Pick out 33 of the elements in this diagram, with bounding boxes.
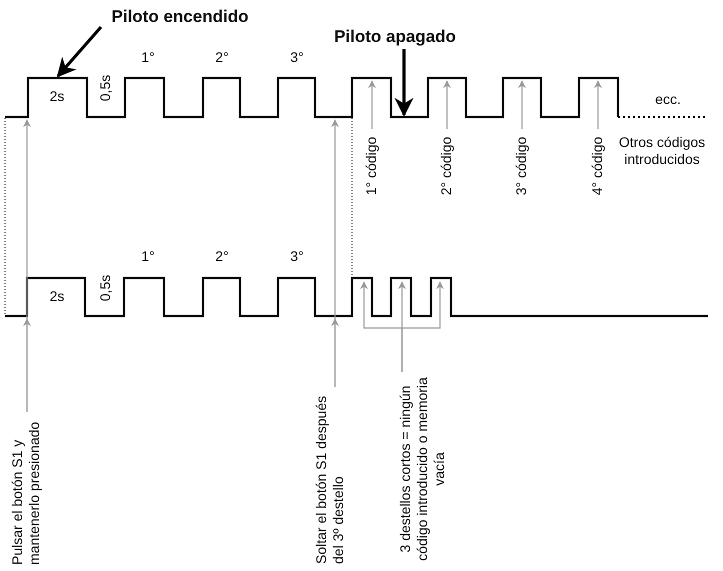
annotation-text: 1° código — [363, 130, 381, 202]
duration-label: 0,5s — [97, 274, 114, 304]
pulse-waveform — [5, 76, 620, 118]
leader-arrow — [368, 80, 376, 129]
annotation-text: Piloto encendido — [95, 8, 265, 28]
waveform-label: 2° — [214, 49, 230, 67]
annotation-text: 3° código — [513, 130, 531, 202]
leader-arrow — [594, 80, 602, 129]
dotted-connector — [4, 118, 6, 316]
annotation-text: Soltar el botón S1 después del 3º destello — [313, 388, 349, 564]
annotation-text: 2° código — [438, 130, 456, 202]
waveform-label: 2° — [214, 248, 230, 266]
leader-arrow — [394, 49, 414, 117]
annotation-text: 4° código — [589, 130, 607, 202]
annotation-text: Pulsar el botón S1 y mantenerlo presionado — [9, 413, 45, 565]
leader-arrow — [443, 80, 451, 129]
leader-arrow — [401, 281, 444, 372]
waveform-label: 1° — [140, 49, 156, 67]
waveform-label: 2s — [48, 88, 66, 106]
pulse-waveform — [5, 276, 708, 318]
leader-arrow — [331, 119, 339, 387]
waveform-label: 3° — [289, 49, 305, 67]
leader-arrow — [518, 80, 526, 129]
waveform-label: 1° — [140, 248, 156, 266]
waveform-label: 3° — [289, 248, 305, 266]
waveform-label: ecc. — [654, 91, 682, 109]
duration-label: 0,5s — [97, 74, 114, 104]
annotation-text: Piloto apagado — [320, 28, 470, 48]
waveform-label: 2s — [48, 288, 66, 306]
waveform-label: Otros códigos introducidos — [618, 134, 706, 169]
leader-arrow — [56, 26, 102, 78]
leader-arrow — [23, 119, 31, 412]
annotation-text: 3 destellos cortos = ningún código introducido o memoria vacía — [397, 373, 451, 565]
